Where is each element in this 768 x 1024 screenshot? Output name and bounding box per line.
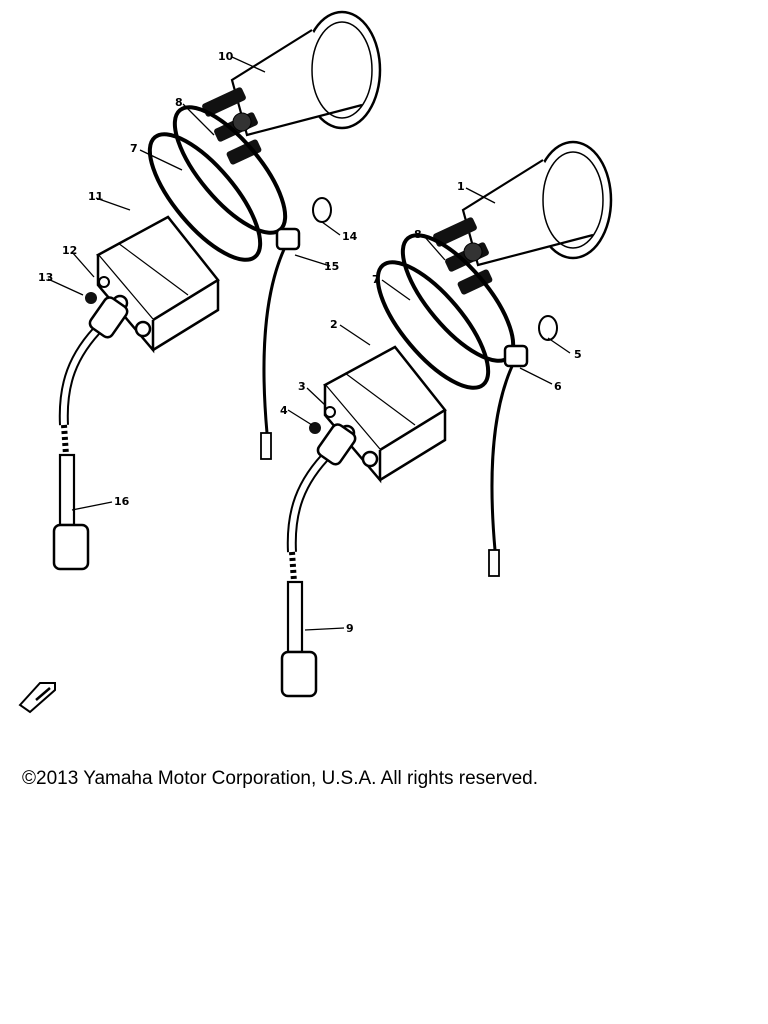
callout-8b: 8 xyxy=(414,228,422,241)
callout-8: 8 xyxy=(175,96,183,109)
callout-11: 11 xyxy=(88,190,103,203)
callout-14: 14 xyxy=(342,230,358,243)
exploded-parts-diagram: 1 2 3 4 5 6 7 7 8 8 9 10 11 12 13 14 15 … xyxy=(18,10,613,714)
leader-lines xyxy=(47,56,571,631)
callout-9: 9 xyxy=(346,622,354,635)
callout-3: 3 xyxy=(298,380,306,393)
callout-7: 7 xyxy=(130,142,138,155)
gauge-assembly-right xyxy=(282,140,613,696)
callout-15: 15 xyxy=(324,260,339,273)
gauge-assembly-left xyxy=(54,10,382,569)
callout-10: 10 xyxy=(218,50,234,63)
callout-13: 13 xyxy=(38,271,53,284)
callout-1: 1 xyxy=(457,180,465,193)
callout-12: 12 xyxy=(62,244,77,257)
copyright-text: ©2013 Yamaha Motor Corporation, U.S.A. A… xyxy=(22,768,538,789)
front-arrow-icon xyxy=(18,682,56,714)
callout-7b: 7 xyxy=(372,273,380,286)
callout-2: 2 xyxy=(330,318,338,331)
callout-4: 4 xyxy=(280,404,288,417)
callout-6: 6 xyxy=(554,380,562,393)
part-callouts: 1 2 3 4 5 6 7 7 8 8 9 10 11 12 13 14 15 … xyxy=(38,50,582,635)
callout-5: 5 xyxy=(574,348,582,361)
callout-16: 16 xyxy=(114,495,130,508)
